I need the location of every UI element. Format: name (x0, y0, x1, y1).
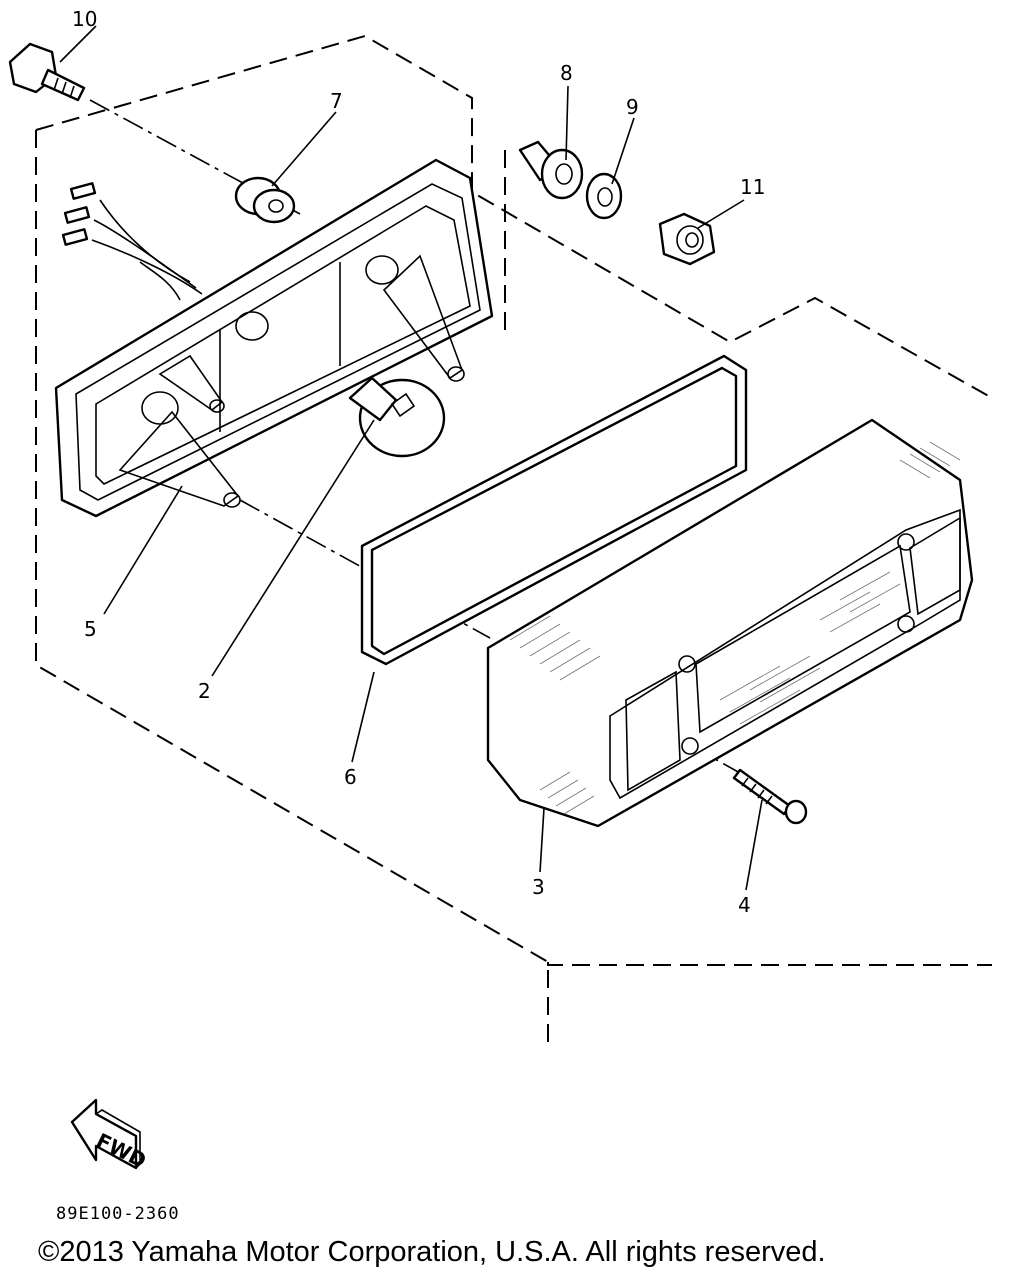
leader-7 (271, 111, 337, 187)
leader-2 (211, 419, 375, 677)
callout-2: 2 (198, 679, 211, 703)
callout-9: 9 (626, 95, 639, 119)
housing-part-5 (54, 158, 494, 518)
leader-8 (565, 85, 569, 161)
copyright-notice: ©2013 Yamaha Motor Corporation, U.S.A. A… (38, 1236, 826, 1268)
callout-4: 4 (738, 893, 751, 917)
fwd-arrow-icon: FWD (70, 1098, 150, 1173)
bulb-part-2 (348, 376, 446, 458)
leader-6 (351, 671, 375, 763)
leader-3 (539, 807, 545, 873)
gasket-part-6 (360, 354, 748, 666)
assembly-boundary-bottom (547, 962, 992, 966)
screw-part-4 (732, 768, 808, 825)
leader-10 (59, 25, 97, 63)
callout-10: 10 (72, 7, 97, 31)
assembly-boundary-left (35, 130, 549, 963)
callout-11: 11 (740, 175, 765, 199)
drawing-code: 89E100-2360 (56, 1204, 180, 1224)
lens-part-3 (486, 418, 974, 828)
collar-part-8 (518, 140, 584, 200)
callout-5: 5 (84, 617, 97, 641)
grommet-part-7 (234, 176, 296, 224)
washer-part-9 (585, 172, 623, 220)
assembly-boundary (35, 34, 993, 399)
callout-8: 8 (560, 61, 573, 85)
callout-6: 6 (344, 765, 357, 789)
leader-9 (611, 117, 635, 185)
leader-5 (103, 485, 183, 615)
nut-part-11 (658, 212, 716, 266)
callout-7: 7 (330, 89, 343, 113)
leader-4 (745, 799, 763, 891)
callout-3: 3 (532, 875, 545, 899)
leader-11 (697, 199, 745, 229)
bolt-part-10 (8, 42, 86, 102)
